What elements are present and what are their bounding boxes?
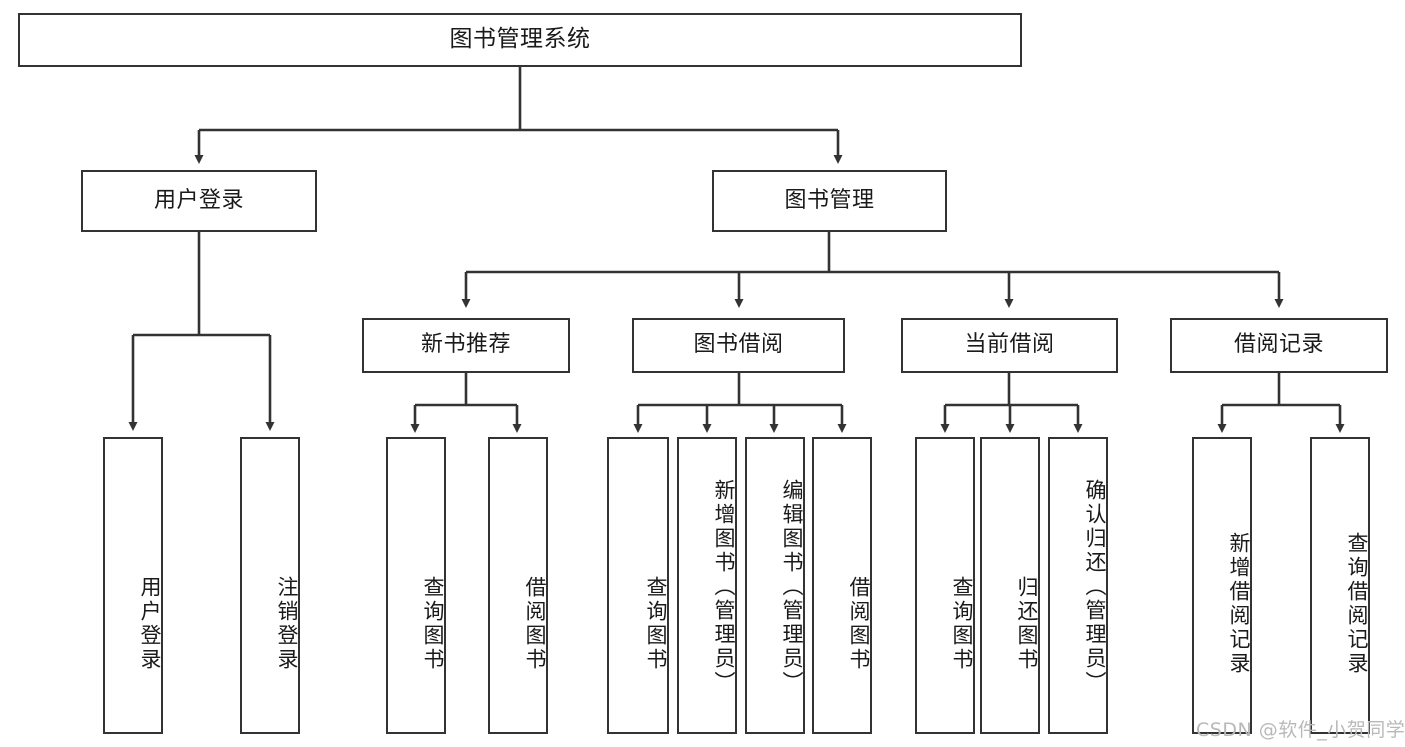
- node-root-system[interactable]: 图书管理系统: [18, 13, 1022, 67]
- leaf-add-record[interactable]: 新增借阅记录: [1192, 437, 1252, 734]
- leaf-edit-book[interactable]: 编辑图书（管理员）: [745, 437, 805, 734]
- leaf-query-book-1[interactable]: 查询图书: [386, 437, 446, 734]
- leaf-confirm-return[interactable]: 确认归还（管理员）: [1048, 437, 1108, 734]
- leaf-label: 借阅图书: [847, 575, 871, 672]
- leaf-label: 查询图书: [644, 575, 668, 672]
- leaf-query-book-2[interactable]: 查询图书: [607, 437, 669, 734]
- leaf-label: 查询图书: [421, 575, 445, 672]
- leaf-add-book[interactable]: 新增图书（管理员）: [677, 437, 737, 734]
- leaf-label: 确认归还（管理员）: [1083, 478, 1107, 695]
- leaf-query-book-3[interactable]: 查询图书: [915, 437, 975, 734]
- leaf-label: 查询借阅记录: [1345, 531, 1369, 676]
- leaf-label: 用户登录: [138, 575, 162, 672]
- leaf-label: 注销登录: [275, 575, 299, 672]
- node-new-book-recommend[interactable]: 新书推荐: [362, 318, 570, 373]
- leaf-return-book[interactable]: 归还图书: [980, 437, 1040, 734]
- leaf-label: 新增借阅记录: [1227, 531, 1251, 676]
- leaf-user-login[interactable]: 用户登录: [103, 437, 163, 734]
- leaf-borrow-book-1[interactable]: 借阅图书: [488, 437, 548, 734]
- leaf-user-logout[interactable]: 注销登录: [240, 437, 300, 734]
- node-user-login[interactable]: 用户登录: [81, 170, 317, 232]
- node-book-borrow[interactable]: 图书借阅: [632, 318, 845, 373]
- leaf-label: 借阅图书: [523, 575, 547, 672]
- node-book-manage[interactable]: 图书管理: [712, 170, 947, 232]
- leaf-label: 归还图书: [1015, 575, 1039, 672]
- leaf-query-record[interactable]: 查询借阅记录: [1310, 437, 1370, 734]
- leaf-borrow-book-2[interactable]: 借阅图书: [812, 437, 872, 734]
- leaf-label: 查询图书: [950, 575, 974, 672]
- node-borrow-record[interactable]: 借阅记录: [1170, 318, 1388, 373]
- node-current-borrow[interactable]: 当前借阅: [901, 318, 1118, 373]
- leaf-label: 编辑图书（管理员）: [780, 478, 804, 695]
- leaf-label: 新增图书（管理员）: [712, 478, 736, 695]
